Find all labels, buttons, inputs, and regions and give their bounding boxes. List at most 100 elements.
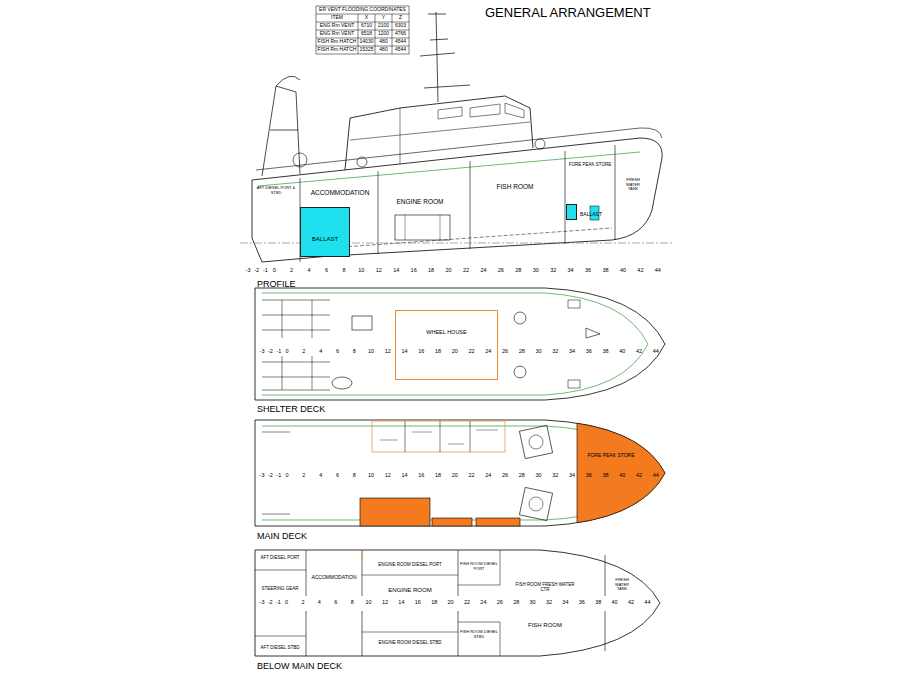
table-cell: 480 bbox=[379, 47, 387, 53]
frame-number: 38 bbox=[603, 472, 609, 478]
frame-number: 28 bbox=[519, 472, 525, 478]
frame-number: 10 bbox=[368, 472, 374, 478]
frame-number: -2 bbox=[268, 599, 273, 605]
frame-number: 10 bbox=[358, 267, 364, 273]
frame-number: 6 bbox=[325, 267, 328, 273]
shelter-deck-plan bbox=[352, 316, 372, 330]
frame-number: -3 bbox=[260, 599, 265, 605]
below-main-deck-plan bbox=[255, 570, 306, 636]
main-deck-plan bbox=[432, 518, 472, 526]
frame-number: -1 bbox=[276, 599, 281, 605]
view-title: BELOW MAIN DECK bbox=[257, 661, 342, 671]
compartment-label: ENGINE ROOM bbox=[397, 198, 444, 205]
frame-number: 26 bbox=[497, 599, 503, 605]
table-cell: 480 bbox=[379, 39, 387, 45]
main-deck-plan bbox=[372, 421, 505, 452]
compartment-name: WHEEL HOUSE bbox=[396, 329, 497, 335]
table-cell: ENG Rm VENT bbox=[320, 23, 355, 29]
frame-number: 36 bbox=[586, 472, 592, 478]
shelter-deck-plan bbox=[514, 366, 526, 378]
frame-number: 22 bbox=[463, 267, 469, 273]
compartment-label: ENGINE ROOM DIESEL PORT bbox=[378, 562, 441, 567]
view-title: SHELTER DECK bbox=[257, 404, 325, 414]
table-cell: 2100 bbox=[378, 23, 389, 29]
table-cell: 6303 bbox=[395, 23, 406, 29]
coordinate-table bbox=[316, 6, 409, 54]
coordinate-table bbox=[316, 14, 409, 46]
compartment-label: ENGINE ROOM DIESEL STBD bbox=[379, 640, 442, 645]
frame-number: 10 bbox=[366, 599, 372, 605]
frame-number: 40 bbox=[619, 348, 625, 354]
shelter-deck-plan bbox=[255, 288, 665, 400]
frame-number: 0 bbox=[286, 472, 289, 478]
frame-number: 30 bbox=[533, 267, 539, 273]
profile-view bbox=[262, 76, 300, 176]
table-cell: FISH Rm HATCH bbox=[318, 39, 357, 45]
frame-number: 8 bbox=[351, 599, 354, 605]
frame-number: 20 bbox=[448, 599, 454, 605]
shelter-deck-plan bbox=[255, 288, 665, 400]
frame-number: 8 bbox=[353, 348, 356, 354]
below-main-deck-plan bbox=[362, 575, 458, 632]
frame-number: -1 bbox=[276, 472, 281, 478]
below-main-deck-plan bbox=[255, 550, 660, 656]
below-main-deck-plan bbox=[362, 552, 363, 560]
frame-number: 44 bbox=[655, 267, 661, 273]
compartment-label: FRESH WATER TANK bbox=[613, 578, 631, 592]
main-deck-plan bbox=[380, 430, 498, 444]
profile-view bbox=[350, 108, 530, 164]
frame-number: 42 bbox=[628, 599, 634, 605]
compartment-label: FISH ROOM DIESEL STBD bbox=[460, 630, 498, 639]
frame-number: 36 bbox=[585, 267, 591, 273]
frame-number: -2 bbox=[254, 267, 259, 273]
frame-number: 4 bbox=[319, 472, 322, 478]
frame-number: 18 bbox=[431, 599, 437, 605]
shelter-deck-plan bbox=[568, 380, 580, 388]
main-deck-plan bbox=[360, 498, 430, 526]
frame-number: 42 bbox=[637, 267, 643, 273]
frame-number: 8 bbox=[353, 472, 356, 478]
frame-number: -3 bbox=[260, 472, 265, 478]
compartment-label: AFT DIESEL PORT & STBD bbox=[256, 186, 296, 195]
frame-number: 38 bbox=[602, 267, 608, 273]
below-main-deck-plan bbox=[255, 550, 660, 656]
main-deck-plan bbox=[529, 497, 543, 511]
frame-number: 26 bbox=[502, 472, 508, 478]
frame-number: 2 bbox=[301, 599, 304, 605]
compartment-outline bbox=[577, 423, 665, 523]
main-deck-plan bbox=[476, 518, 520, 526]
frame-number: 36 bbox=[586, 348, 592, 354]
frame-number: 10 bbox=[368, 348, 374, 354]
frame-number: 18 bbox=[435, 348, 441, 354]
frame-number: 24 bbox=[485, 348, 491, 354]
frame-number: 22 bbox=[468, 472, 474, 478]
ballast-tank: BALLAST bbox=[566, 204, 577, 220]
frame-number: 42 bbox=[636, 472, 642, 478]
profile-view bbox=[300, 145, 615, 262]
frame-number: 12 bbox=[376, 267, 382, 273]
profile-view bbox=[420, 12, 470, 102]
frame-number: 26 bbox=[502, 348, 508, 354]
frame-number: -2 bbox=[268, 348, 273, 354]
frame-number: 16 bbox=[418, 348, 424, 354]
table-cell: FISH Rm HATCH bbox=[318, 47, 357, 53]
frame-number: 32 bbox=[550, 267, 556, 273]
coordinate-table bbox=[358, 14, 392, 54]
table-cell: X bbox=[365, 15, 368, 21]
table-cell: 4544 bbox=[395, 47, 406, 53]
shelter-deck-plan bbox=[282, 300, 312, 390]
profile-view bbox=[252, 138, 662, 262]
frame-number: 6 bbox=[336, 348, 339, 354]
frame-number: 14 bbox=[401, 472, 407, 478]
main-deck-plan bbox=[405, 421, 470, 452]
below-main-deck-plan bbox=[458, 550, 500, 656]
compartment-name: BALLAST bbox=[580, 212, 602, 218]
profile-view bbox=[256, 128, 662, 170]
main-deck-plan bbox=[529, 435, 543, 449]
table-cell: 4544 bbox=[395, 39, 406, 45]
frame-number: 6 bbox=[336, 472, 339, 478]
frame-number: 44 bbox=[644, 599, 650, 605]
compartment-label: FISH ROOM FRESH WATER CTR bbox=[514, 582, 576, 592]
